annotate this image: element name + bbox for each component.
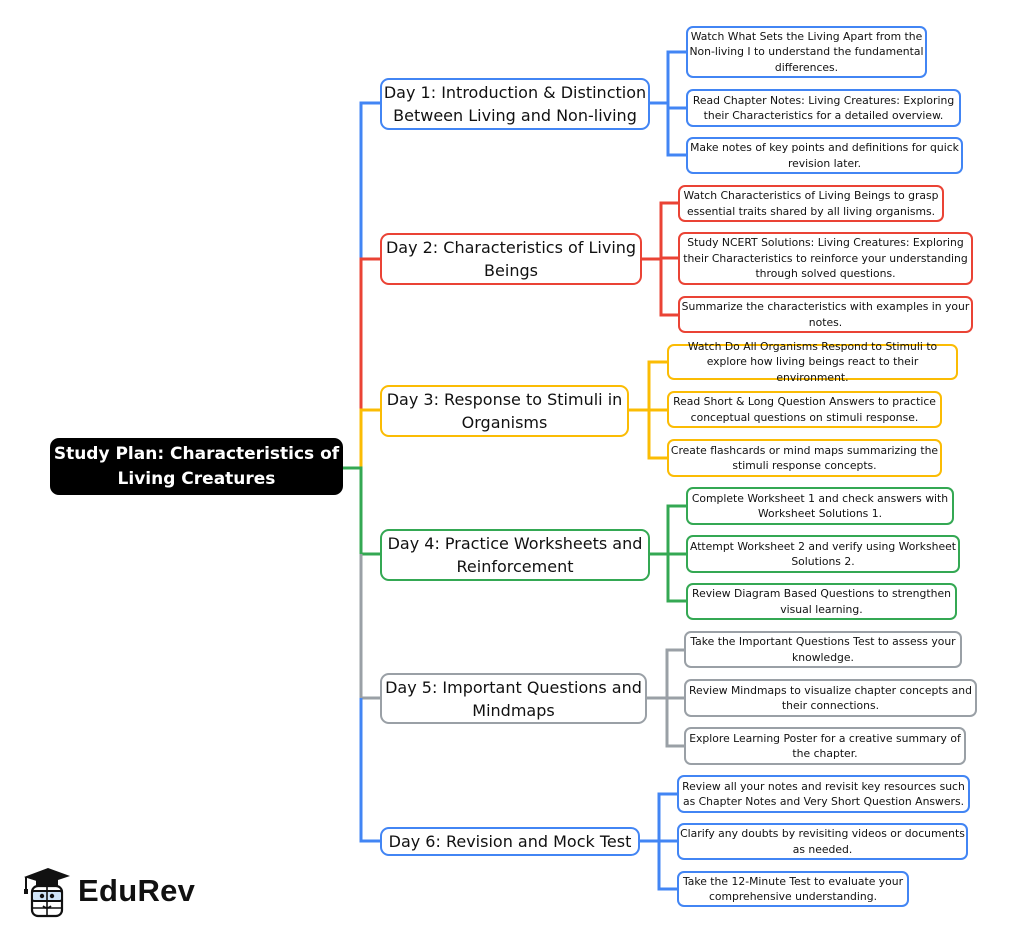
day-node-2[interactable]: Day 2: Characteristics of Living Beings	[380, 233, 642, 285]
task-text: Watch What Sets the Living Apart from th…	[689, 29, 924, 74]
brand-name: EduRev	[78, 873, 196, 908]
day-node-5[interactable]: Day 5: Important Questions and Mindmaps	[380, 673, 647, 724]
edurev-logo: EduRev	[18, 864, 208, 920]
task-text: Watch Do All Organisms Respond to Stimul…	[687, 339, 938, 384]
task-text: Review Mindmaps to visualize chapter con…	[689, 683, 972, 713]
task-node[interactable]: Take the 12-Minute Test to evaluate your…	[677, 871, 909, 907]
task-node[interactable]: Take the Important Questions Test to ass…	[684, 631, 962, 668]
task-text: Create flashcards or mind maps summarizi…	[670, 443, 939, 473]
task-text: Take the 12-Minute Test to evaluate your…	[682, 874, 904, 904]
task-node[interactable]: Watch What Sets the Living Apart from th…	[686, 26, 927, 78]
task-text: Attempt Worksheet 2 and verify using Wor…	[690, 539, 956, 569]
task-node[interactable]: Read Chapter Notes: Living Creatures: Ex…	[686, 89, 961, 127]
task-node[interactable]: Make notes of key points and definitions…	[686, 137, 963, 174]
leaf-connector-day-2	[659, 201, 678, 317]
day-node-4[interactable]: Day 4: Practice Worksheets and Reinforce…	[380, 529, 650, 581]
day-label: Day 5: Important Questions and Mindmaps	[385, 677, 642, 720]
task-node[interactable]: Study NCERT Solutions: Living Creatures:…	[678, 232, 973, 285]
task-text: Clarify any doubts by revisiting videos …	[680, 827, 965, 856]
graduation-cap-mascot-icon	[24, 868, 70, 918]
task-text: Explore Learning Poster for a creative s…	[689, 731, 961, 761]
task-text: Review Diagram Based Questions to streng…	[692, 587, 951, 616]
trunk-connector-day-6	[359, 698, 380, 843]
task-node[interactable]: Review Diagram Based Questions to streng…	[686, 583, 957, 620]
trunk-connector-day-5	[359, 554, 380, 700]
task-text: Watch Characteristics of Living Beings t…	[683, 189, 939, 218]
task-text: Take the Important Questions Test to ass…	[690, 635, 956, 664]
day-node-6[interactable]: Day 6: Revision and Mock Test	[380, 827, 640, 856]
day-node-1[interactable]: Day 1: Introduction & Distinction Betwee…	[380, 78, 650, 130]
task-node[interactable]: Attempt Worksheet 2 and verify using Wor…	[686, 535, 960, 573]
trunk-connector-day-3	[359, 408, 380, 468]
task-text: Make notes of key points and definitions…	[690, 141, 959, 170]
day-label: Day 6: Revision and Mock Test	[388, 832, 632, 851]
leaf-connector-day-5	[665, 648, 684, 748]
trunk-connector-day-1	[359, 101, 380, 260]
task-node[interactable]: Review all your notes and revisit key re…	[677, 775, 970, 813]
task-node[interactable]: Explore Learning Poster for a creative s…	[684, 727, 966, 765]
leaf-connector-day-6	[657, 792, 677, 891]
task-node[interactable]: Watch Characteristics of Living Beings t…	[678, 185, 944, 222]
task-node[interactable]: Read Short & Long Question Answers to pr…	[667, 391, 942, 428]
leaf-connector-day-3	[647, 360, 667, 460]
day-label: Day 1: Introduction & Distinction Betwee…	[383, 83, 647, 125]
task-node[interactable]: Create flashcards or mind maps summarizi…	[667, 439, 942, 477]
leaf-connector-day-4	[666, 504, 686, 603]
task-node[interactable]: Review Mindmaps to visualize chapter con…	[684, 679, 977, 717]
task-text: Study NCERT Solutions: Living Creatures:…	[683, 236, 968, 281]
day-node-3[interactable]: Day 3: Response to Stimuli in Organisms	[380, 385, 629, 437]
root-title: Study Plan: Characteristics of Living Cr…	[53, 443, 340, 489]
task-text: Complete Worksheet 1 and check answers w…	[691, 491, 949, 521]
trunk-connector-day-4	[343, 466, 380, 556]
task-node[interactable]: Clarify any doubts by revisiting videos …	[677, 823, 968, 860]
root-node[interactable]: Study Plan: Characteristics of Living Cr…	[50, 438, 343, 495]
task-node[interactable]: Watch Do All Organisms Respond to Stimul…	[667, 340, 958, 384]
task-text: Read Chapter Notes: Living Creatures: Ex…	[692, 93, 955, 123]
day-label: Day 4: Practice Worksheets and Reinforce…	[387, 534, 643, 576]
leaf-connector-day-1	[666, 50, 686, 157]
task-text: Read Short & Long Question Answers to pr…	[673, 395, 936, 424]
day-label: Day 3: Response to Stimuli in Organisms	[386, 390, 623, 432]
task-text: Review all your notes and revisit key re…	[682, 779, 965, 809]
day-label: Day 2: Characteristics of Living Beings	[385, 238, 637, 280]
task-node[interactable]: Summarize the characteristics with examp…	[678, 296, 973, 333]
task-node[interactable]: Complete Worksheet 1 and check answers w…	[686, 487, 954, 525]
trunk-connector-day-2	[359, 257, 380, 410]
task-text: Summarize the characteristics with examp…	[681, 300, 970, 329]
